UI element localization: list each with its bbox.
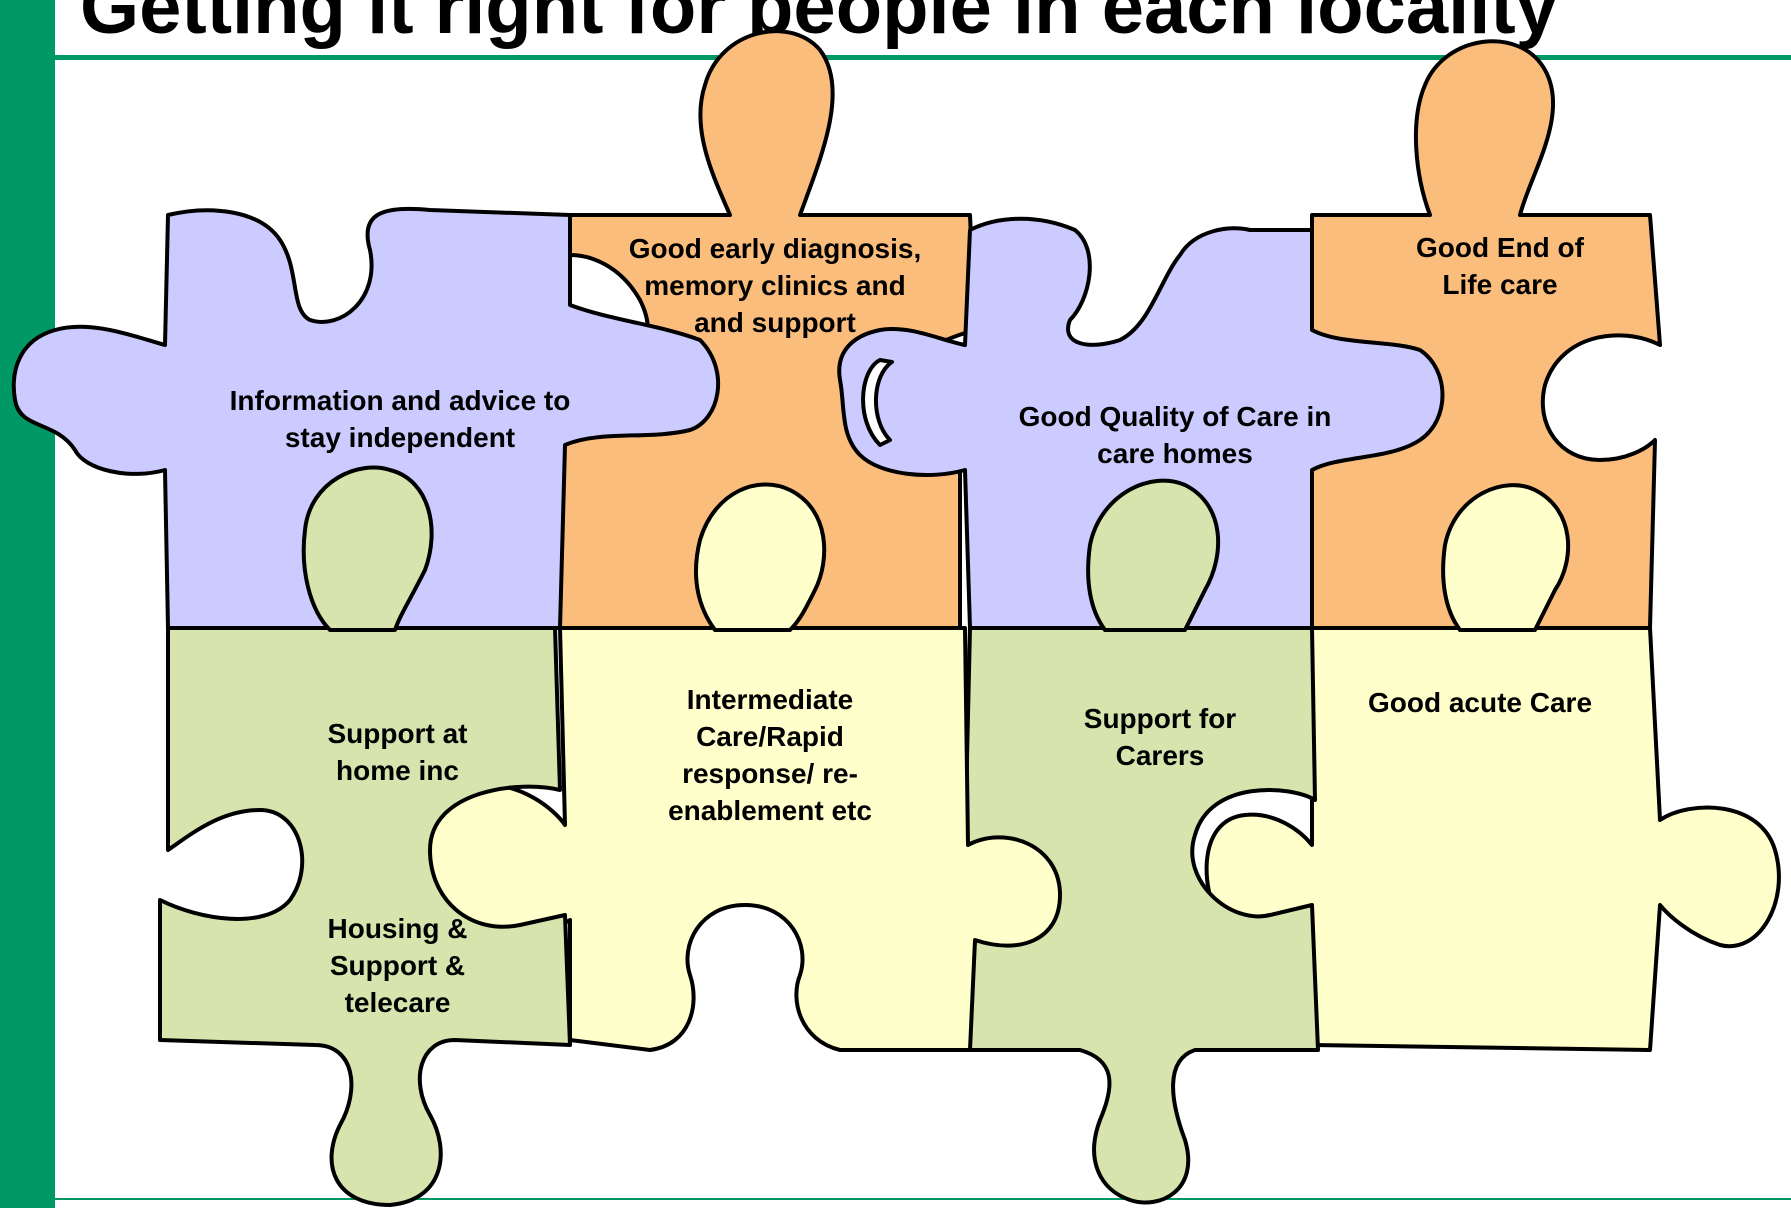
side-accent-bar	[0, 0, 55, 1208]
label-housing-telecare: Housing & Support & telecare	[327, 913, 468, 1018]
bulb-acute-top	[1441, 483, 1571, 632]
label-end-of-life: Good End of Life care	[1416, 232, 1584, 300]
piece-support-home	[158, 626, 572, 1207]
label-intermediate-care: Intermediate Care/Rapid response/ re-ena…	[668, 684, 872, 826]
piece-acute-care	[1204, 626, 1781, 1052]
label-support-home: Support at home inc	[327, 718, 468, 786]
title-underline	[55, 55, 1791, 60]
piece-info-advice	[11, 206, 721, 630]
bulb-inter-top	[693, 482, 827, 632]
bulb-carers-top	[1086, 478, 1221, 632]
label-info-advice: Information and advice to stay independe…	[229, 385, 571, 453]
label-early-diagnosis: Good early diagnosis, memory clinics and…	[628, 233, 922, 338]
label-support-carers: Support for Carers	[1083, 703, 1237, 771]
bulb-home-top	[301, 465, 434, 632]
piece-quality-care	[837, 216, 1445, 630]
piece-overlap-lobe	[861, 358, 894, 447]
label-acute-care: Good acute Care	[1367, 687, 1593, 718]
label-quality-care: Good Quality of Care in care homes	[1018, 401, 1332, 469]
slide-title: Getting it right for people in each loca…	[80, 0, 1558, 50]
bottom-rule	[55, 1198, 1791, 1200]
